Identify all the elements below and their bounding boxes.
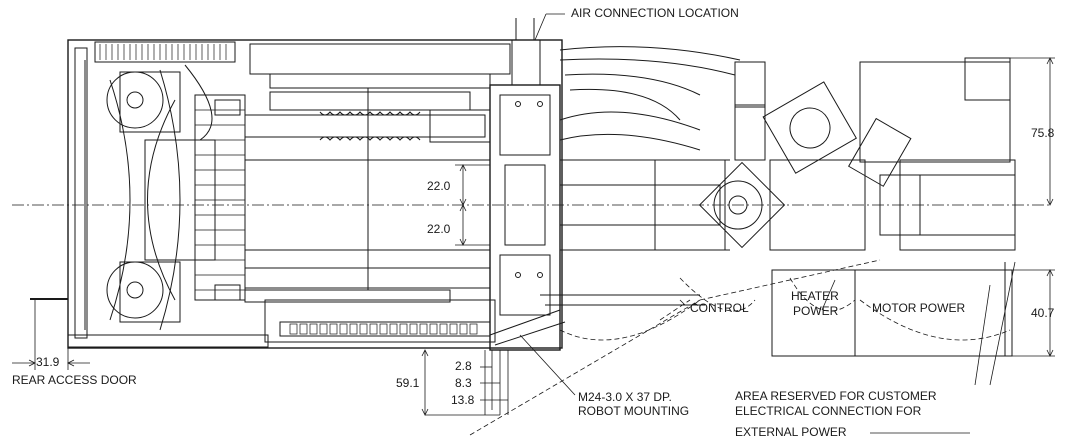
leader-lines [519,13,1016,434]
dim-59-1-label: 59.1 [396,376,420,390]
dim-75-8 [1010,57,1055,206]
dim-22-0-lower-label: 22.0 [427,222,451,236]
dim-22-0-upper-label: 22.0 [427,179,451,193]
dim-31-9 [12,298,90,370]
control-label: CONTROL [690,301,749,315]
area-reserved-label-line2: ELECTRICAL CONNECTION FOR [735,404,922,418]
rear-frame [67,39,563,349]
dim-13-8-label: 13.8 [451,393,475,407]
robot-tilt-lines [489,294,705,346]
rear-access-door-label: REAR ACCESS DOOR [12,373,137,387]
stack-assembly [194,94,246,301]
dim-40-7-label: 40.7 [1031,306,1055,320]
dim-2-8-label: 2.8 [455,359,472,373]
dim-robot-offsets [421,349,509,416]
heater-power-label-line2: POWER [793,304,839,318]
air-connection-label: AIR CONNECTION LOCATION [571,6,739,20]
motor [762,81,912,187]
lower-rail [264,299,496,343]
area-reserved-label-line1: AREA RESERVED FOR CUSTOMER [735,389,937,403]
dim-75-8-label: 75.8 [1031,126,1055,140]
tie-bars [244,88,491,303]
hose-assembly [559,46,1011,163]
dim-22-0 [455,164,490,246]
electrical-cabinets [771,262,1013,357]
dim-40-7 [1012,269,1055,357]
area-reserved-label-line3: EXTERNAL POWER [735,425,847,439]
robot-mounting-label-line1: M24-3.0 X 37 DP. [578,390,672,404]
motor-power-label: MOTOR POWER [872,301,966,315]
heater-power-label-line1: HEATER [791,289,839,303]
robot-mounting-label-line2: ROBOT MOUNTING [578,404,690,418]
dim-8-3-label: 8.3 [455,376,472,390]
dim-31-9-label: 31.9 [36,355,60,369]
center-platen [489,18,561,351]
